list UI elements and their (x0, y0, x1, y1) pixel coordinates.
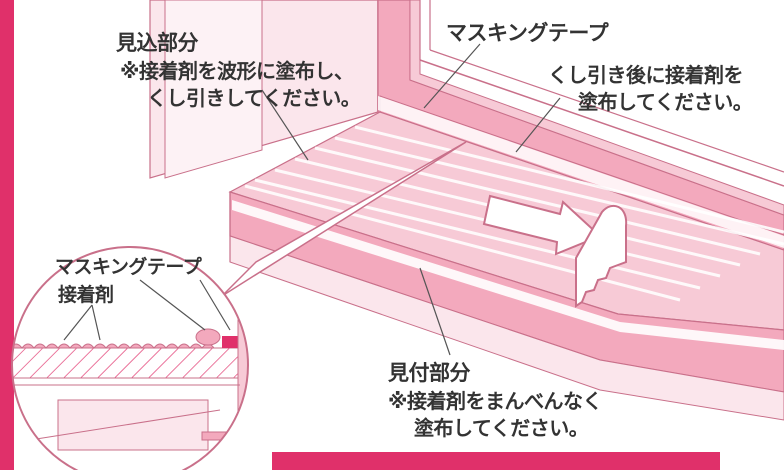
mikomi-title: 見込部分 (116, 31, 199, 55)
sill-front (229, 191, 784, 421)
left-accent-bar (0, 0, 14, 470)
inset-adhesive-label: 接着剤 (58, 284, 114, 306)
section-heading-bar (272, 452, 720, 470)
arrow-icon (482, 194, 602, 256)
leader-lines (261, 43, 561, 356)
wall-frame (149, 0, 401, 179)
callout-pointer (221, 141, 467, 297)
mitsuke-note-line1: ※接着剤をまんべんなく (388, 389, 602, 413)
mikomi-note-line1: ※接着剤を波形に塗布し、 (120, 59, 354, 83)
kushibiki-line2: 塗布してください。 (578, 90, 753, 114)
mitsuke-title: 見付部分 (388, 361, 471, 385)
mitsuke-note-line2: 塗布してください。 (414, 416, 589, 440)
mikomi-note-line2: くし引きしてください。 (147, 86, 361, 110)
kushibiki-line1: くし引き後に接着剤を (548, 63, 744, 87)
detail-inset (11, 246, 249, 470)
inset-masking-tape-label: マスキングテープ (55, 256, 202, 278)
comb-trowel-icon (575, 204, 628, 308)
masking-tape-label: マスキングテープ (446, 21, 609, 45)
